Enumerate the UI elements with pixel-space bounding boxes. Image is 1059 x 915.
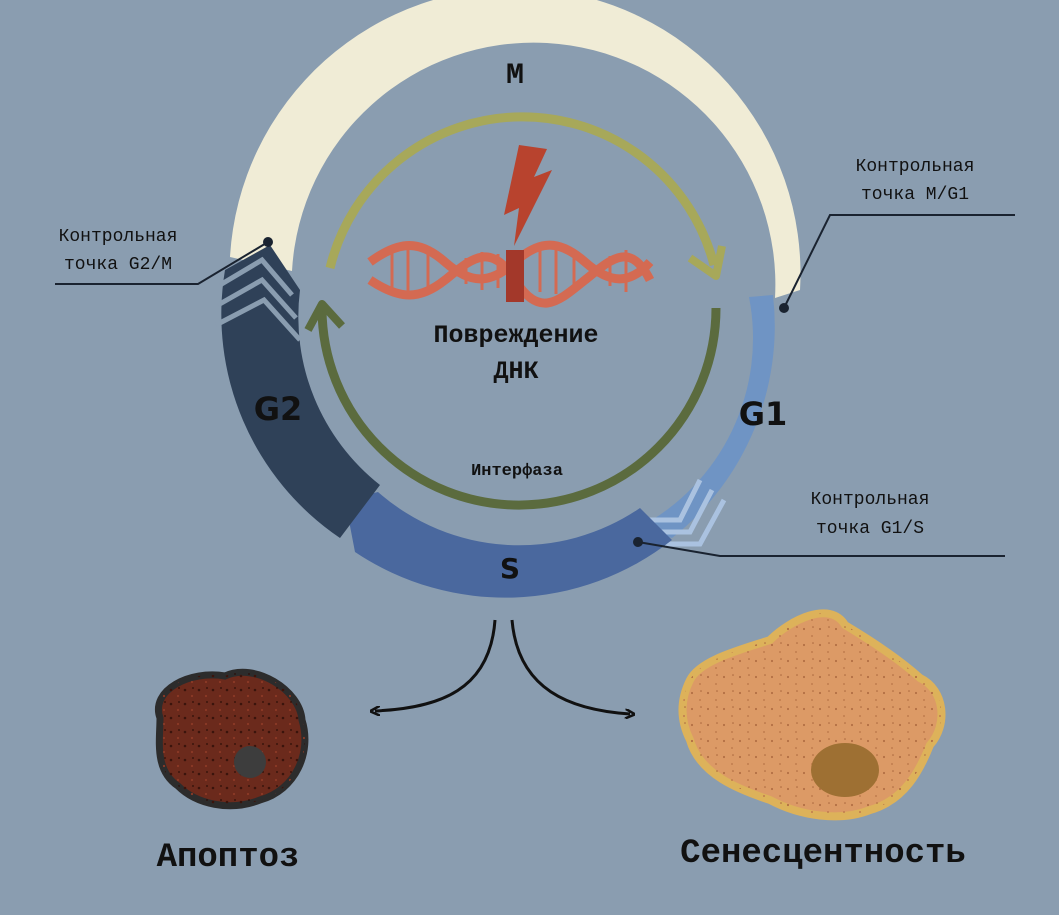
apoptosis-arrow [375, 619, 497, 711]
phase-label-g1: G1 [739, 395, 788, 433]
interphase-arrow [317, 307, 721, 510]
cycle-arrowhead-left [304, 300, 345, 332]
senescence-arrow [510, 619, 630, 714]
cycle-arrow-icon [325, 112, 719, 270]
phase-label-m: M [506, 59, 524, 93]
g2-phase-arc [221, 245, 380, 538]
s-phase-arc [345, 492, 672, 598]
dna-damage-label-line2: ДНК [493, 357, 538, 386]
checkpoint-mg1-leader [779, 214, 1015, 313]
checkpoint-g2m-line1: Контрольная [59, 227, 178, 247]
cycle-arrowhead-top [687, 245, 726, 280]
dna-helix-icon [367, 240, 655, 308]
phase-label-g2: G2 [254, 390, 303, 428]
lightning-bolt-icon [504, 145, 552, 246]
checkpoint-g2m-line2: точка G2/M [64, 255, 172, 275]
g1-chevrons [648, 478, 727, 547]
m-phase-arc [230, 0, 801, 298]
senescent-cell-icon [678, 609, 946, 821]
apoptosis-label: Апоптоз [157, 839, 300, 877]
interphase-label: Интерфаза [471, 462, 563, 481]
g1-phase-arc [638, 295, 775, 538]
phase-label-s: S [500, 552, 520, 585]
apoptotic-cell-icon [154, 668, 309, 810]
senescence-label: Сенесцентность [680, 835, 966, 873]
checkpoint-g1s-leader [633, 537, 1005, 557]
checkpoint-g2m-leader [55, 237, 273, 285]
g2-chevrons [214, 256, 302, 342]
dna-damage-label-line1: Повреждение [433, 321, 598, 350]
checkpoint-mg1-line1: Контрольная [856, 157, 975, 177]
checkpoint-g1s-line2: точка G1/S [816, 519, 924, 539]
checkpoint-mg1-line2: точка M/G1 [861, 185, 969, 205]
checkpoint-g1s-line1: Контрольная [811, 490, 930, 510]
